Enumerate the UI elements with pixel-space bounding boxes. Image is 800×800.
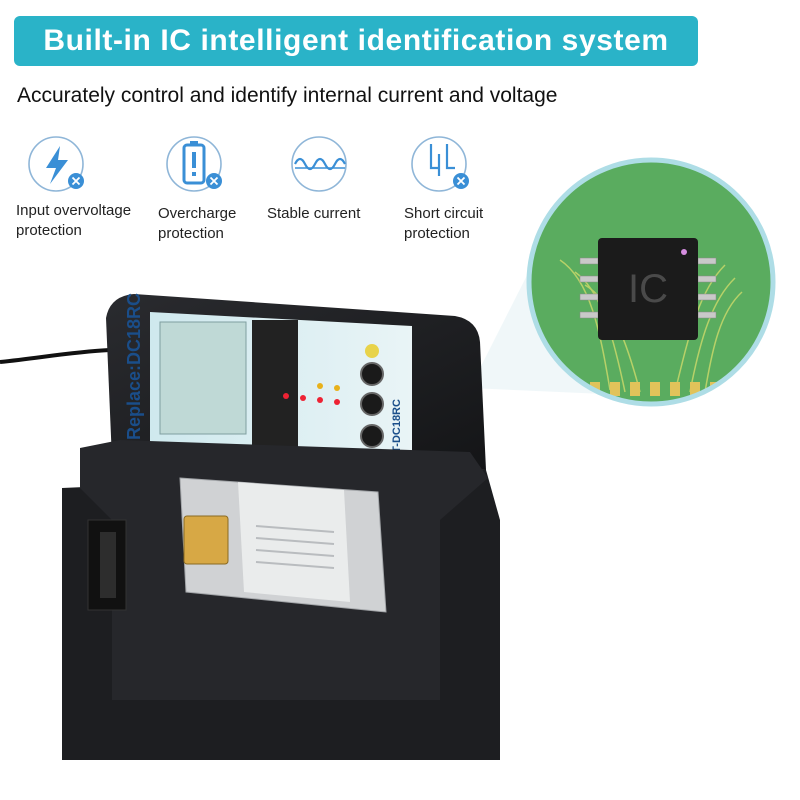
terminal-connector <box>183 515 229 565</box>
ic-chip <box>598 238 698 340</box>
terminal-rail <box>238 482 350 602</box>
feature-label-input-overvoltage: Input overvoltage protection <box>16 201 131 241</box>
feature-label-line: Input overvoltage <box>16 202 132 219</box>
indicator-lights <box>283 383 340 405</box>
lightning-bolt-icon <box>28 136 84 192</box>
feature-label-line: protection <box>16 222 82 239</box>
side-connector <box>100 532 116 598</box>
short-circuit-icon <box>411 136 469 192</box>
banner-title: Built-in IC intelligent identification s… <box>43 24 669 57</box>
lcd-display <box>159 321 247 435</box>
feature-label-stable-current: Stable current <box>267 204 360 224</box>
feature-label-line: Overcharge <box>158 205 237 222</box>
sine-wave-icon <box>291 136 347 192</box>
battery-warning-icon <box>166 136 222 192</box>
indicator-strip <box>252 320 298 448</box>
ic-pins <box>579 257 717 319</box>
feature-label-line: Short circuit <box>404 205 484 222</box>
feature-label-line: protection <box>158 225 224 242</box>
power-cable <box>0 348 111 364</box>
ic-chip-label: IC <box>628 267 668 311</box>
panel-buttons <box>360 344 384 448</box>
ic-magnifier: IC <box>529 160 773 404</box>
feature-label-short-circuit: Short circuit protection <box>404 204 483 244</box>
feature-label-line: protection <box>404 225 470 242</box>
brand-text: Replace:DC18RC <box>124 293 144 440</box>
ic-dot <box>681 249 687 255</box>
title-banner: Built-in IC intelligent identification s… <box>14 16 698 66</box>
feature-label-line: Stable current <box>267 205 361 222</box>
feature-label-overcharge: Overcharge protection <box>158 204 236 244</box>
terminal-ribs <box>255 525 335 569</box>
model-text: MT-DC18RC <box>391 399 403 462</box>
subtitle: Accurately control and identify internal… <box>17 84 558 107</box>
magnifier-ring <box>526 157 776 407</box>
